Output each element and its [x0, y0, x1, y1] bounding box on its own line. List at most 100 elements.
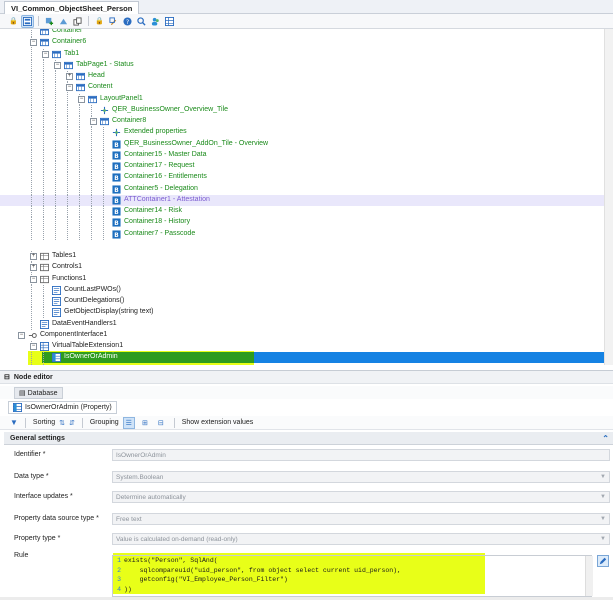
tree-guide-line — [67, 172, 68, 184]
document-tab[interactable]: VI_Common_ObjectSheet_Person — [4, 1, 140, 14]
property-value: System.Boolean — [116, 474, 164, 481]
tree-row[interactable]: CountDelegations() — [0, 296, 613, 307]
general-settings-header[interactable]: General settings ⌃ — [4, 432, 613, 445]
database-tab[interactable]: ▤ Database — [14, 386, 63, 399]
sort-za-icon[interactable]: ⇵ — [68, 419, 75, 427]
show-extension-values-button[interactable]: Show extension values — [181, 419, 254, 426]
tree-row-selected[interactable]: IsOwnerOrAdmin — [0, 351, 613, 365]
tree-guide-line — [67, 206, 68, 217]
tree-row[interactable]: −TabPage1 - Status — [0, 59, 613, 71]
property-dropdown[interactable]: Free text▼ — [112, 513, 610, 525]
tree-guide-line — [67, 116, 68, 127]
tile-icon: B — [112, 184, 121, 194]
grouping-collapse-button[interactable]: ⊟ — [157, 419, 164, 427]
tree-guide-line — [67, 194, 68, 206]
tree-node-label: Container15 - Master Data — [124, 150, 207, 158]
copy-node-button[interactable] — [72, 16, 83, 27]
collapse-toggle-icon[interactable]: − — [66, 84, 73, 92]
collapse-toggle-icon[interactable]: − — [90, 118, 97, 125]
chevron-down-icon[interactable]: ▼ — [600, 536, 606, 542]
search-icon[interactable] — [136, 16, 147, 27]
property-dropdown[interactable]: Determine automatically▼ — [112, 491, 610, 503]
tree-row[interactable]: −ComponentInterface1 — [0, 330, 613, 341]
grouping-expand-button[interactable]: ⊞ — [141, 419, 148, 427]
tree-guide-line — [43, 194, 44, 206]
collapse-toggle-icon[interactable]: − — [42, 50, 49, 58]
tree-row[interactable]: −Content — [0, 82, 613, 94]
edit-button[interactable] — [108, 16, 119, 27]
collapse-toggle-icon[interactable]: − — [78, 95, 85, 103]
tree-row[interactable]: Extended properties — [0, 127, 613, 139]
rule-label: Rule — [14, 552, 29, 559]
property-dropdown[interactable]: Value is calculated on-demand (read-only… — [112, 533, 610, 545]
tree-guide-line — [31, 228, 32, 240]
function-icon — [52, 308, 61, 318]
node-title-tab[interactable]: IsOwnerOrAdmin (Property) — [8, 401, 117, 414]
expand-toggle-icon[interactable]: + — [30, 264, 37, 272]
tree-guide-line — [31, 116, 32, 127]
tree-row[interactable]: −Container6 — [0, 37, 613, 49]
tree-guide-line — [31, 82, 32, 94]
sort-az-icon[interactable]: ⇅ — [59, 419, 65, 427]
collapse-icon[interactable]: ⊟ — [4, 374, 10, 381]
tree-guide-line — [55, 172, 56, 184]
collapse-toggle-icon[interactable]: − — [54, 61, 61, 69]
tree-node-label: Head — [88, 72, 105, 79]
edit-rule-button[interactable] — [597, 555, 609, 567]
add-node-button[interactable] — [44, 16, 55, 27]
tree-row[interactable]: NewPassCode — [0, 363, 613, 365]
tree-row[interactable]: CountLastPWOs() — [0, 284, 613, 296]
tree-row[interactable]: + Head — [0, 71, 613, 82]
help-icon[interactable]: ? — [122, 16, 133, 27]
chevron-down-icon[interactable]: ▼ — [600, 516, 606, 522]
function-icon — [52, 297, 61, 306]
grid-icon[interactable] — [164, 16, 175, 27]
chevron-up-icon[interactable]: ⌃ — [602, 433, 609, 443]
tree-row[interactable]: −VirtualTableExtension1 — [0, 341, 613, 352]
chevron-down-icon[interactable]: ▼ — [600, 474, 606, 480]
rule-highlight — [113, 553, 485, 594]
tree-guide-line — [55, 228, 56, 240]
tree-guide-line — [43, 206, 44, 217]
tree-row[interactable]: −Container8 — [0, 116, 613, 127]
tree-row[interactable]: GetObjectDisplay(string text) — [0, 307, 613, 319]
collapse-toggle-icon[interactable]: − — [18, 331, 25, 339]
expand-toggle-icon[interactable]: + — [66, 73, 73, 80]
collapse-toggle-icon[interactable]: − — [30, 343, 37, 350]
tree-row[interactable]: −Tab1 — [0, 48, 613, 60]
users-icon[interactable] — [150, 16, 161, 27]
tree-row[interactable]: −Functions1 — [0, 273, 613, 285]
plus-node-icon — [100, 106, 109, 115]
tree-row[interactable]: −LayoutPanel1 — [0, 93, 613, 105]
tree-row[interactable]: DataEventHandlers1 — [0, 318, 613, 330]
chevron-down-icon[interactable]: ▼ — [600, 494, 606, 500]
tree-guide-line — [79, 138, 80, 150]
tree-row[interactable]: +Controls1 — [0, 262, 613, 274]
tree-view-button[interactable] — [21, 14, 34, 28]
collapse-toggle-icon[interactable]: − — [30, 275, 37, 283]
filter-icon[interactable]: ▼ — [10, 418, 18, 427]
rule-scrollbar[interactable] — [585, 556, 593, 596]
tree-row[interactable]: QER_BusinessOwner_Overview_Tile — [0, 104, 613, 116]
tree-row[interactable]: Container — [0, 29, 613, 37]
tree-row[interactable]: +Tables1 — [0, 251, 613, 262]
property-value: IsOwnerOrAdmin — [116, 452, 166, 459]
tree-vertical-scrollbar[interactable] — [604, 29, 613, 365]
collapse-toggle-icon[interactable]: − — [30, 39, 37, 47]
grouping-on-button[interactable]: ☰ — [122, 416, 135, 429]
property-input[interactable]: IsOwnerOrAdmin — [112, 449, 610, 461]
move-node-button[interactable] — [58, 16, 69, 27]
expand-toggle-icon[interactable]: + — [30, 253, 37, 260]
property-dropdown[interactable]: System.Boolean ▼ — [112, 471, 610, 483]
property-row: Identifier *IsOwnerOrAdmin — [0, 448, 613, 462]
tree-node-label: DataEventHandlers1 — [52, 319, 117, 327]
